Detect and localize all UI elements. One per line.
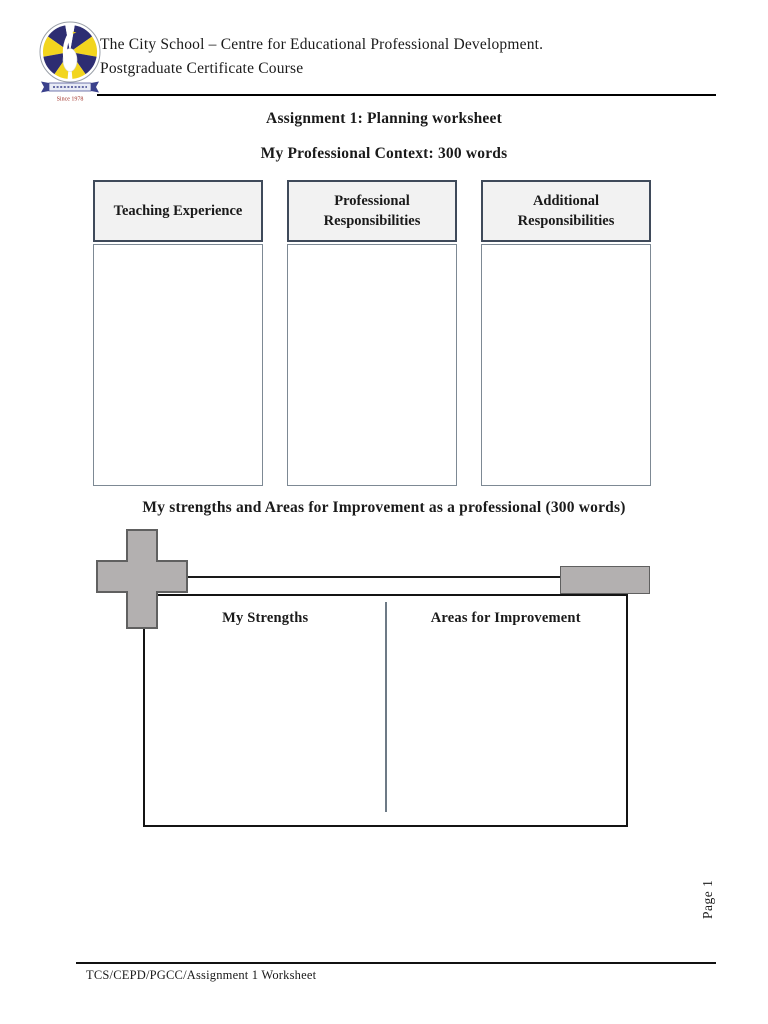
header-line-2: Postgraduate Certificate Course (100, 60, 304, 77)
footer-rule (76, 962, 716, 964)
document-header: The City School – Centre for Educational… (100, 33, 543, 81)
logo-since-text: Since 1978 (57, 97, 84, 103)
professional-context-title: My Professional Context: 300 words (260, 145, 508, 162)
page-number: Page 1 (700, 879, 715, 919)
context-box-teaching-experience: Teaching Experience (93, 180, 263, 486)
areas-for-improvement-header: Areas for Improvement (430, 610, 581, 626)
gray-rectangle-shape (560, 566, 650, 594)
connector-line (184, 576, 562, 578)
context-box-writing-area (287, 244, 457, 486)
context-box-additional-responsibilities: Additional Responsibilities (481, 180, 651, 486)
context-box-writing-area (481, 244, 651, 486)
strengths-table: My Strengths Areas for Improvement (143, 594, 628, 827)
context-box-professional-responsibilities: Professional Responsibilities (287, 180, 457, 486)
context-box-header: Professional Responsibilities (287, 180, 457, 242)
strengths-section-title: My strengths and Areas for Improvement a… (142, 499, 626, 516)
logo-ribbon (41, 81, 99, 93)
assignment-title: Assignment 1: Planning worksheet (266, 110, 502, 127)
plus-shape-icon (96, 529, 188, 629)
column-divider (385, 602, 387, 812)
context-box-writing-area (93, 244, 263, 486)
swan-icon (62, 29, 78, 72)
footer-reference: TCS/CEPD/PGCC/Assignment 1 Worksheet (86, 968, 317, 982)
header-rule (97, 94, 716, 96)
context-box-header: Teaching Experience (93, 180, 263, 242)
city-school-logo-icon: Since 1978 (39, 21, 101, 103)
context-box-header: Additional Responsibilities (481, 180, 651, 242)
my-strengths-header: My Strengths (222, 610, 309, 626)
header-line-1: The City School – Centre for Educational… (100, 36, 544, 53)
